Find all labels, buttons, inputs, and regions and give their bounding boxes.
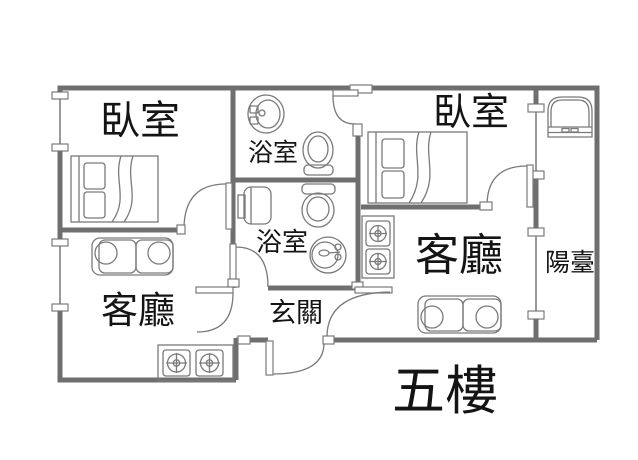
room-label-bathroom-lower: 浴室	[256, 228, 308, 258]
door-leaf	[265, 340, 274, 376]
window-sill-tick	[527, 103, 545, 113]
door-leaf	[332, 89, 359, 97]
sink-icon	[247, 94, 285, 134]
doors	[176, 84, 534, 376]
window-sill-tick	[51, 91, 69, 100]
sink-icon	[309, 236, 347, 274]
room-label-living-right: 客廳	[415, 230, 503, 281]
walls	[57, 85, 600, 383]
toilet-icon	[301, 183, 336, 228]
bed-icon	[70, 155, 159, 223]
room-label-bedroom-left: 臥室	[100, 98, 180, 144]
toilet-icon	[302, 131, 334, 176]
stove-icon	[361, 215, 395, 279]
room-label-living-left: 客廳	[101, 289, 175, 332]
door-leaf	[195, 286, 234, 294]
door-leaf	[526, 164, 534, 208]
room-label-bedroom-right: 臥室	[433, 90, 509, 134]
door-arc	[486, 165, 528, 207]
door-jamb	[479, 201, 493, 211]
door-jamb	[176, 224, 186, 235]
washing-machine-icon	[547, 96, 593, 138]
door-leaf	[225, 182, 233, 230]
door-jamb	[349, 84, 373, 94]
window-sill-tick	[51, 303, 69, 312]
floor-title: 五樓	[392, 361, 498, 422]
door-jamb	[322, 335, 335, 345]
sofa-icon	[417, 295, 502, 334]
door-arc	[196, 292, 234, 333]
door-arc	[332, 95, 356, 125]
window-sill-tick	[527, 227, 545, 237]
bed-icon	[367, 131, 468, 204]
door-jamb	[352, 123, 363, 137]
room-label-balcony: 陽臺	[545, 248, 595, 277]
window-sill-tick	[51, 238, 69, 247]
door-arc	[272, 342, 325, 375]
window-sill-tick	[51, 143, 69, 152]
window-sill-tick	[527, 310, 545, 320]
door-arc	[183, 183, 227, 230]
stove-icon	[157, 344, 234, 382]
windows	[51, 91, 545, 320]
sofa-icon	[91, 237, 174, 276]
door-arc	[235, 246, 269, 288]
door-arc	[326, 291, 391, 338]
water-heater-icon	[237, 186, 272, 225]
room-label-bathroom-upper: 浴室	[248, 138, 298, 167]
door-jamb	[237, 335, 251, 345]
door-jamb	[227, 278, 240, 288]
room-label-entrance: 玄關	[269, 298, 323, 329]
